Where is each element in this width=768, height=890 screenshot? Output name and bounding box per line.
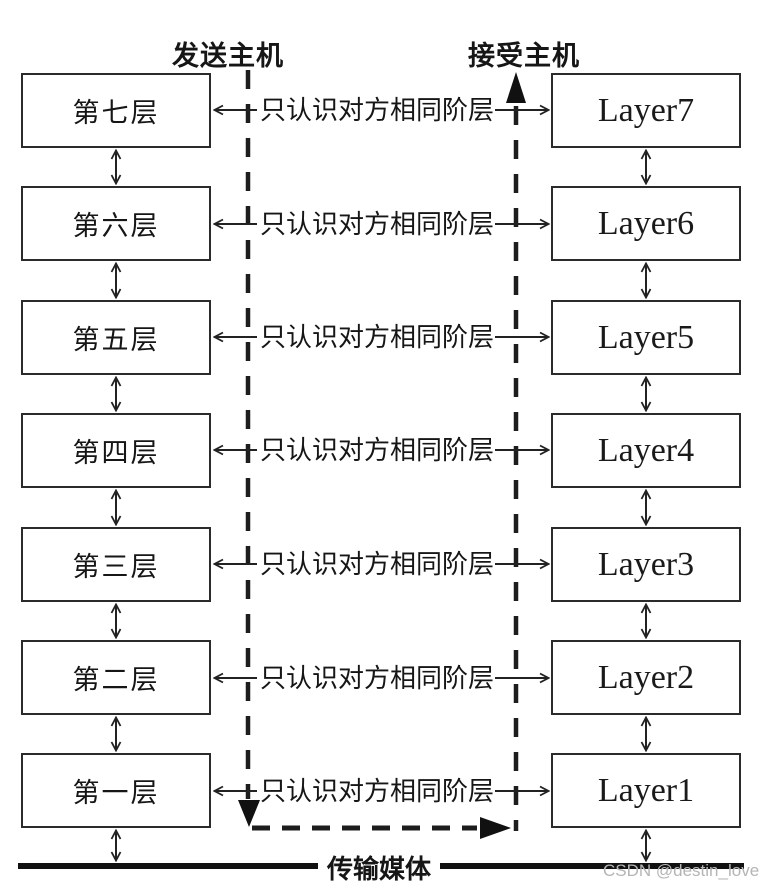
sender-layer-box-1: 第一层 [21,753,211,828]
sender-layer-box-4: 第四层 [21,413,211,488]
csdn-watermark: CSDN @destin_love [603,861,760,880]
peer-relation-arrows [215,110,548,791]
receiver-layer-box-5: Layer5 [551,300,741,375]
receiver-layer-box-3: Layer3 [551,527,741,602]
sender-layer-box-6: 第六层 [21,186,211,261]
relation-label-7: 只认识对方相同阶层 [259,95,494,125]
relation-label-6: 只认识对方相同阶层 [259,209,494,239]
sender-layer-box-5: 第五层 [21,300,211,375]
sender-layer-box-3: 第三层 [21,527,211,602]
down-flow-arrowhead [238,800,260,827]
sender-layer-box-7: 第七层 [21,73,211,148]
relation-label-3: 只认识对方相同阶层 [259,549,494,579]
right-flow-arrowhead [480,817,511,839]
sender-layer-box-2: 第二层 [21,640,211,715]
transmission-media-label: 传输媒体 [318,849,440,886]
receiver-host-label: 接受主机 [468,41,580,71]
relation-label-4: 只认识对方相同阶层 [259,435,494,465]
relation-label-5: 只认识对方相同阶层 [259,322,494,352]
receiver-layer-box-4: Layer4 [551,413,741,488]
relation-label-2: 只认识对方相同阶层 [259,663,494,693]
receiver-layer-box-1: Layer1 [551,753,741,828]
relation-label-1: 只认识对方相同阶层 [259,776,494,806]
receiver-layer-box-7: Layer7 [551,73,741,148]
receiver-layer-box-6: Layer6 [551,186,741,261]
receiver-layer-box-2: Layer2 [551,640,741,715]
up-flow-arrowhead [506,72,526,103]
sender-host-label: 发送主机 [172,41,284,71]
